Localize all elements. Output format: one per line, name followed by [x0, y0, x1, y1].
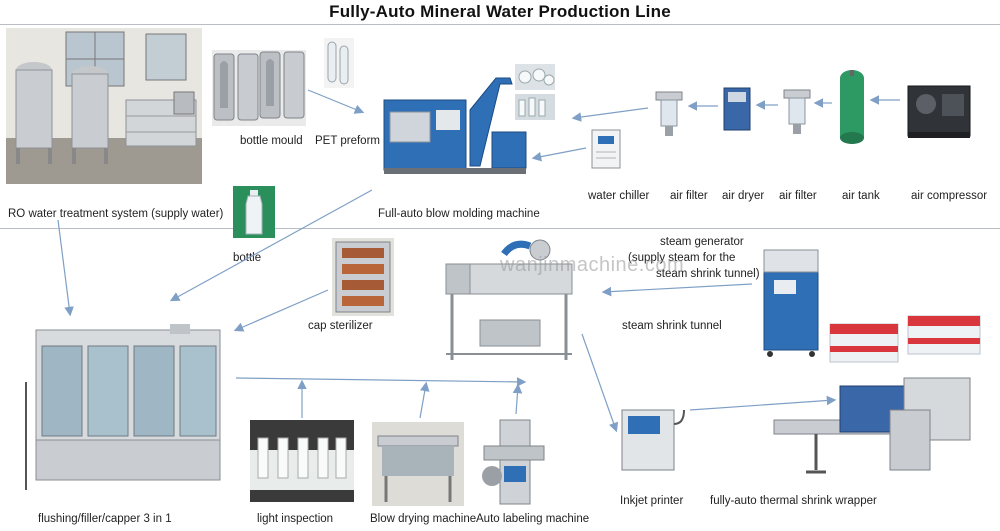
air-compressor-label: air compressor [911, 190, 988, 202]
steam-generator-note-2: steam shrink tunnel) [656, 268, 760, 280]
bottles-thumbnail-2 [515, 94, 555, 120]
ro-water-treatment-image [6, 28, 202, 184]
thermal-shrink-wrapper-label: fully-auto thermal shrink wrapper [710, 495, 877, 507]
arrow-filler-to-labeling [235, 377, 527, 387]
steam-generator-label: steam generator [660, 236, 744, 248]
arrow-cap-sterilizer-to-filler [233, 289, 329, 332]
inkjet-printer-label: Inkjet printer [620, 495, 684, 507]
title-divider [0, 24, 1000, 25]
bottle-packs-image-1 [828, 316, 900, 366]
arrow-blow-drying-up [419, 381, 430, 419]
air-dryer-image [722, 86, 752, 132]
light-inspection-image [250, 420, 354, 502]
bottle-image [233, 186, 275, 238]
arrow-blow-molding-to-filler [169, 189, 373, 302]
blow-molding-label: Full-auto blow molding machine [378, 208, 540, 220]
air-tank-image [838, 68, 866, 150]
thermal-shrink-wrapper-image [770, 370, 978, 480]
pet-preform-label: PET preform [315, 135, 380, 147]
filler-capper-label: flushing/filler/capper 3 in 1 [38, 513, 172, 525]
ro-water-treatment-label: RO water treatment system (supply water) [8, 208, 224, 220]
arrow-labeling-up [512, 383, 523, 415]
steam-generator-image [760, 246, 822, 360]
steam-generator-note-1: (supply steam for the [628, 252, 736, 264]
arrow-steam-generator-to-tunnel [601, 283, 753, 297]
light-inspection-label: light inspection [257, 513, 334, 525]
bottle-mould-label: bottle mould [240, 135, 303, 147]
watermark: wanjinmachine.com [500, 254, 685, 276]
filler-capper-image [20, 322, 232, 494]
steam-shrink-tunnel-label: steam shrink tunnel [622, 320, 722, 332]
section-divider [0, 228, 1000, 229]
blow-drying-machine-image [372, 422, 464, 506]
bottle-packs-image-2 [906, 310, 982, 358]
arrow-inkjet-to-wrapper [689, 395, 837, 411]
auto-labeling-label: Auto labeling machine [476, 513, 590, 525]
pet-preform-image [324, 38, 354, 88]
air-filter-2-image [782, 88, 812, 136]
arrow-ro-to-filler [57, 219, 74, 317]
air-filter-1-label: air filter [670, 190, 708, 202]
bottles-thumbnail-1 [515, 64, 555, 90]
arrow-tunnel-to-inkjet [581, 333, 619, 433]
arrow-filter-to-blow-molding [571, 107, 649, 122]
page-title: Fully-Auto Mineral Water Production Line [329, 2, 671, 21]
auto-labeling-machine-image [478, 416, 550, 508]
cap-sterilizer-label: cap sterilizer [308, 320, 373, 332]
water-chiller-image [590, 128, 622, 170]
arrow-mould-to-blow-molding [307, 89, 365, 114]
air-compressor-image [904, 80, 974, 142]
cap-sterilizer-image [332, 238, 394, 316]
steam-shrink-tunnel-image [444, 236, 574, 366]
arrow-chiller-to-blow-molding [531, 147, 587, 162]
water-chiller-label: water chiller [588, 190, 650, 202]
bottle-mould-image [212, 50, 306, 126]
air-filter-2-label: air filter [779, 190, 817, 202]
air-filter-1-image [654, 90, 684, 138]
inkjet-printer-image [618, 404, 688, 474]
air-tank-label: air tank [842, 190, 880, 202]
blow-drying-label: Blow drying machine [370, 513, 477, 525]
air-dryer-label: air dryer [722, 190, 765, 202]
blow-molding-machine-image [380, 70, 530, 178]
